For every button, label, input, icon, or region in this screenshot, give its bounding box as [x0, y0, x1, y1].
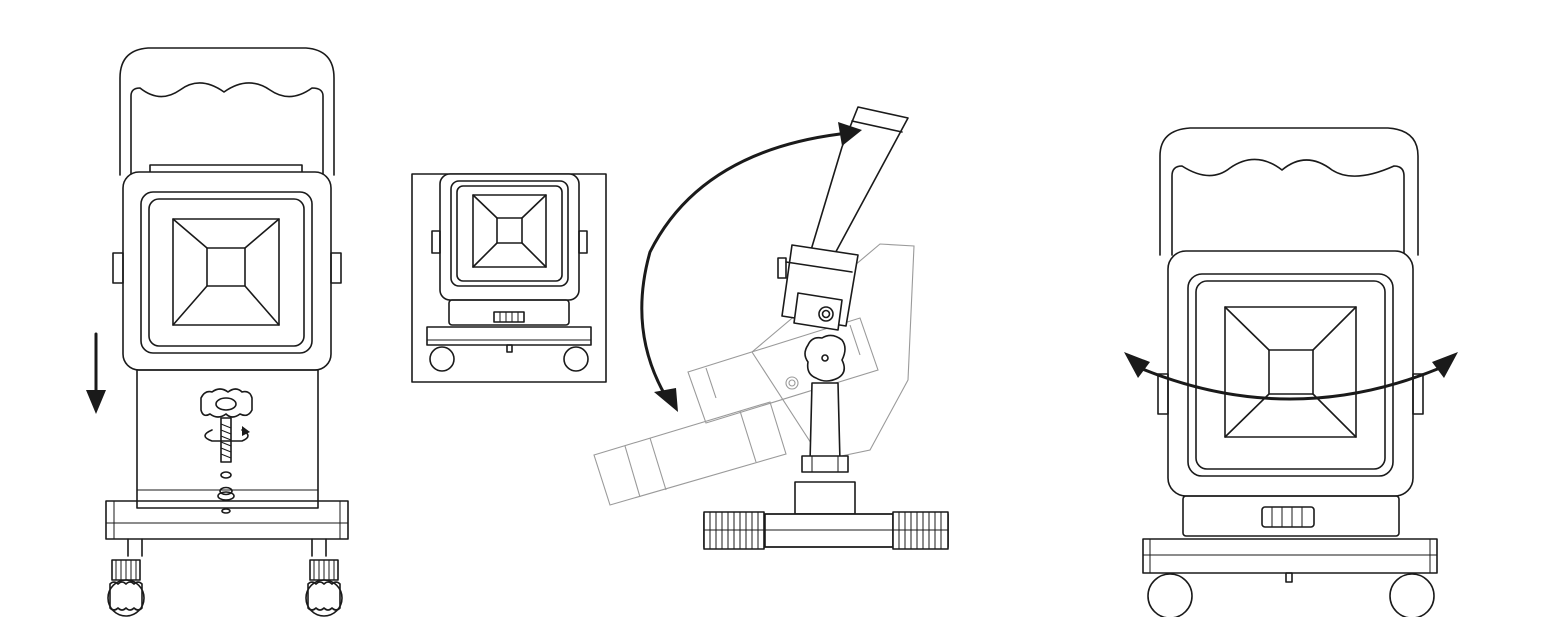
panel-swivel-front-view — [1124, 127, 1458, 617]
lamp-head — [112, 164, 342, 371]
thumb-screw — [200, 388, 253, 463]
swivel-arc-arrow-icon — [1124, 352, 1458, 401]
down-arrow-icon — [86, 332, 106, 414]
rotate-screw-icon — [204, 426, 250, 442]
tilt-arc-arrow-icon — [640, 122, 862, 412]
panel-mounted-front-view — [411, 173, 607, 383]
tilt-knob — [804, 334, 846, 382]
lamp-head-right — [1157, 250, 1424, 497]
mount-bracket — [136, 369, 319, 509]
panel-mount-assembly — [86, 47, 349, 617]
panel-tilt-side-view — [593, 106, 949, 550]
base-stand-right — [1142, 538, 1438, 617]
mount-post — [809, 382, 841, 463]
thumb-screw-right — [1261, 506, 1315, 528]
handle — [119, 47, 335, 176]
tilt-base — [703, 481, 949, 550]
head-raised — [777, 106, 909, 331]
base-stand — [105, 500, 349, 617]
handle-right — [1159, 127, 1419, 256]
